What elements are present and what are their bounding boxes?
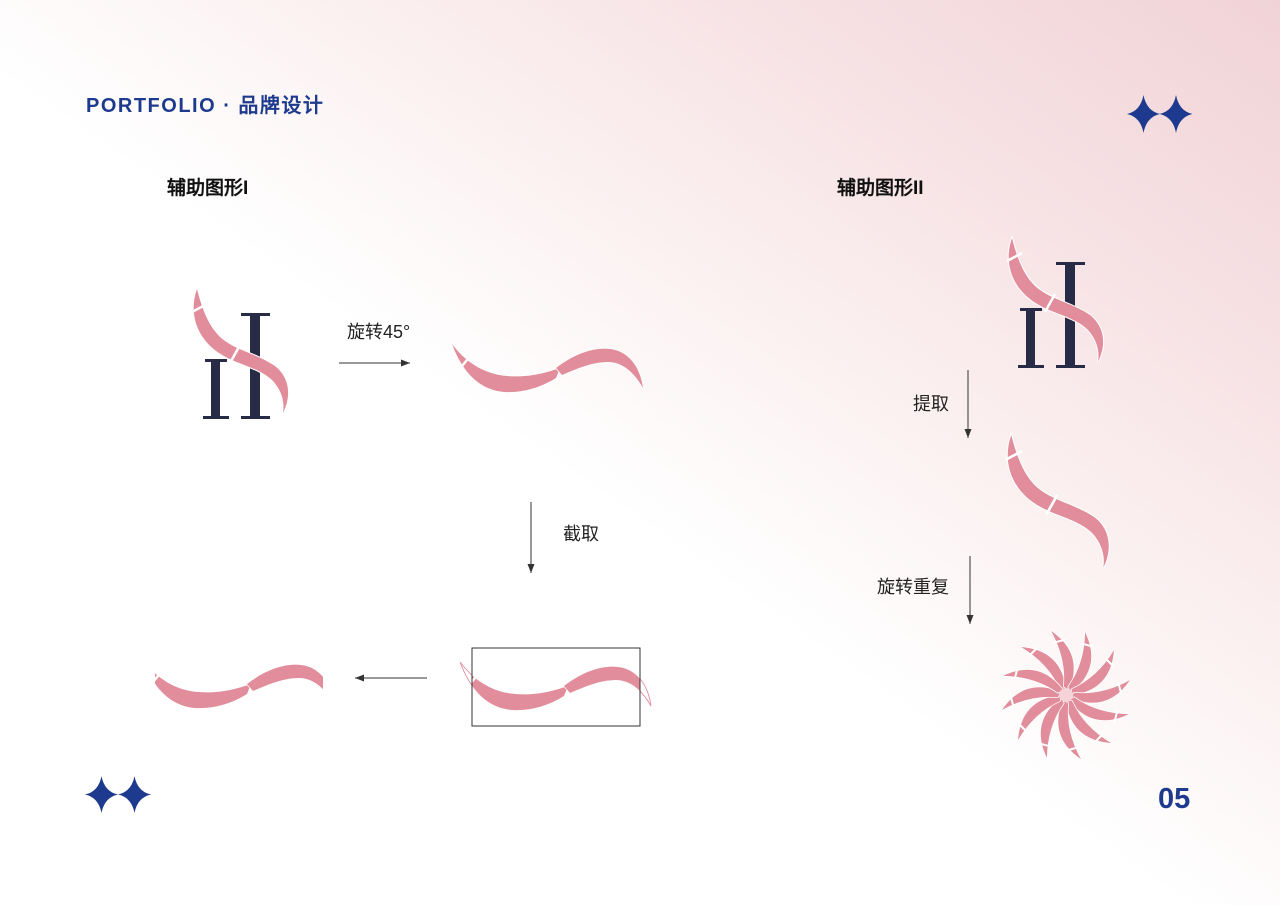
section-two-title: 辅助图形II	[837, 176, 924, 199]
pinwheel-graphic	[1000, 629, 1132, 761]
pinwheel-center	[1059, 688, 1073, 702]
four-point-star-icon	[1159, 95, 1193, 133]
wave-graphic	[155, 658, 323, 710]
four-point-star-icon	[118, 776, 151, 813]
extracted-ribbon-graphic	[1004, 433, 1111, 570]
rotate-step-label: 旋转45°	[347, 322, 410, 342]
rotated-wave-graphic	[450, 342, 645, 394]
bottom-left-star-pair	[85, 776, 151, 813]
four-point-star-icon	[85, 776, 118, 813]
rotate-repeat-step-label: 旋转重复	[877, 577, 949, 597]
wave-graphic	[472, 660, 640, 712]
framed-wave-graphic	[472, 660, 640, 712]
section-one-title: 辅助图形I	[167, 176, 248, 199]
crop-frame	[471, 647, 641, 727]
brand-logo-mark	[192, 289, 288, 419]
portfolio-title: PORTFOLIO · 品牌设计	[86, 93, 324, 117]
four-point-star-icon	[1127, 95, 1160, 133]
brand-logo-mark	[1007, 238, 1103, 368]
crop-step-label: 截取	[563, 524, 599, 544]
extract-step-label: 提取	[913, 394, 949, 414]
top-right-star-pair	[1127, 95, 1193, 133]
cropped-wave-graphic	[155, 658, 323, 710]
page-number: 05	[1158, 783, 1190, 815]
